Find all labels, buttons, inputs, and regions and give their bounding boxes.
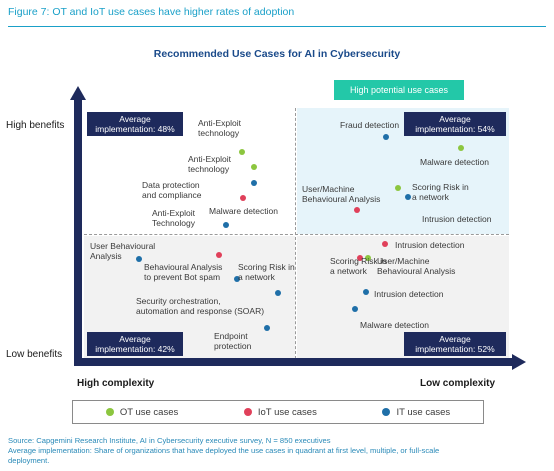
avg-box-top-left: Average implementation: 48% xyxy=(87,112,183,136)
source-note: Source: Capgemini Research Institute, AI… xyxy=(8,436,548,466)
legend-item-iot: IoT use cases xyxy=(243,406,317,418)
data-point-15 xyxy=(264,325,270,331)
legend-dot-it xyxy=(382,408,391,416)
data-point-18 xyxy=(365,255,371,261)
data-point-13 xyxy=(275,290,281,296)
x-axis-left-label: High complexity xyxy=(77,378,155,389)
data-point-3 xyxy=(251,180,257,186)
avg-label: Average xyxy=(119,114,151,124)
avg-box-top-right: Average implementation: 54% xyxy=(404,112,506,136)
point-label-16: Intrusion detection xyxy=(395,240,465,250)
horizontal-divider xyxy=(84,234,509,235)
point-label-19: Intrusion detection xyxy=(374,289,444,299)
figure-label: Figure 7: xyxy=(8,6,50,18)
data-point-19 xyxy=(363,289,369,295)
source-line-2: Average implementation: Share of organiz… xyxy=(8,446,440,455)
avg-value: implementation: 54% xyxy=(415,124,495,134)
legend-label-iot: IoT use cases xyxy=(257,406,317,418)
avg-label: Average xyxy=(119,334,151,344)
x-axis-line xyxy=(74,358,514,366)
point-label-4: Malware detection xyxy=(209,206,278,216)
y-axis-arrow xyxy=(70,86,86,100)
legend-dot-ot xyxy=(105,408,114,416)
point-label-6: Fraud detection xyxy=(340,120,400,130)
legend: OT use cases IoT use cases IT use cases xyxy=(72,400,484,424)
figure-title: Figure 7: OT and IoT use cases have high… xyxy=(8,6,294,18)
chart-title: Recommended Use Cases for AI in Cybersec… xyxy=(153,48,401,60)
data-point-12 xyxy=(216,252,222,258)
point-label-20: Malware detection xyxy=(360,320,429,330)
avg-value: implementation: 42% xyxy=(95,344,175,354)
data-point-20 xyxy=(352,306,358,312)
avg-box-bottom-left: Average implementation: 42% xyxy=(87,332,183,356)
data-point-14 xyxy=(234,276,240,282)
data-point-6 xyxy=(383,134,389,140)
data-point-2 xyxy=(251,164,257,170)
avg-label: Average xyxy=(439,334,471,344)
data-point-16 xyxy=(382,241,388,247)
point-label-14: Security orchestration,automation and re… xyxy=(136,296,265,316)
figure-heading: OT and IoT use cases have higher rates o… xyxy=(52,6,295,18)
avg-label: Average xyxy=(439,114,471,124)
legend-item-it: IT use cases xyxy=(382,407,450,418)
legend-label-ot: OT use cases xyxy=(119,406,179,418)
data-point-1 xyxy=(239,149,245,155)
point-label-7: Malware detection xyxy=(420,157,489,167)
legend-item-ot: OT use cases xyxy=(105,406,179,418)
y-axis-bottom-label: Low benefits xyxy=(6,349,63,360)
data-point-10 xyxy=(405,194,411,200)
avg-value: implementation: 48% xyxy=(95,124,175,134)
legend-label-it: IT use cases xyxy=(396,406,451,418)
data-point-5 xyxy=(223,222,229,228)
data-point-8 xyxy=(354,207,360,213)
source-line-1: Source: Capgemini Research Institute, AI… xyxy=(8,436,331,445)
data-point-17 xyxy=(357,255,363,261)
point-label-10: Intrusion detection xyxy=(422,214,492,224)
data-point-4 xyxy=(240,195,246,201)
legend-dot-iot xyxy=(243,408,252,416)
source-line-3: deployment. xyxy=(8,456,50,465)
high-potential-banner: High potential use cases xyxy=(334,80,464,100)
data-point-11 xyxy=(136,256,142,262)
vertical-divider xyxy=(295,108,296,359)
title-rule xyxy=(8,26,546,27)
data-point-9 xyxy=(395,185,401,191)
x-axis-arrow xyxy=(512,354,526,370)
avg-value: implementation: 52% xyxy=(415,344,495,354)
data-point-7 xyxy=(458,145,464,151)
y-axis-top-label: High benefits xyxy=(6,120,65,131)
avg-box-bottom-right: Average implementation: 52% xyxy=(404,332,506,356)
x-axis-right-label: Low complexity xyxy=(420,378,496,389)
y-axis-line xyxy=(74,99,82,365)
data-points xyxy=(136,134,464,331)
